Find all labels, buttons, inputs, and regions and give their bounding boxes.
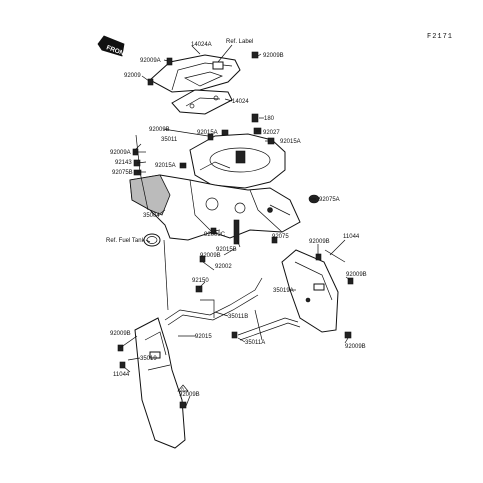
label-92015a: 92015A [280,139,301,145]
label-92009b: 92009B [263,53,284,59]
fuel-tank-cover [189,133,286,189]
label-14024a: 14024A [191,42,212,48]
label-92150: 92150 [192,278,209,284]
label-92009a: 92009A [140,58,161,64]
label-11044: 11044 [343,234,360,240]
label-14024: 14024 [232,99,249,105]
label-92009b: 92009B [346,272,367,278]
front-fender-35004 [129,174,301,241]
label-92009b: 92009B [200,253,221,259]
label-92143: 92143 [115,160,132,166]
part-labels: 14024A Ref. Label 92009B 92009A 92009 14… [106,39,367,398]
label-ref-label: Ref. Label [226,39,253,45]
label-92015a: 92015A [155,163,176,169]
label-92009c: 92009C [204,232,226,238]
stay-35011b [164,277,263,326]
label-92009b: 92009B [110,331,131,337]
label-11044: 11044 [113,372,130,378]
leader-lines [119,44,351,407]
label-35011b: 35011B [228,314,248,320]
label-92075: 92075 [272,234,289,240]
label-35019a: 35019A [273,288,294,294]
label-35004: 35004 [143,213,160,219]
rear-flap-35019a [281,249,346,333]
label-92075b: 92075B [112,170,133,176]
label-35019: 35019 [140,356,157,362]
label-92015: 92015 [195,334,212,340]
label-92075a: 92075A [319,197,340,203]
label-92015a: 92015A [197,130,218,136]
label-ref-fuel-tank: Ref. Fuel Tank [106,238,146,244]
label-92027: 92027 [263,130,280,136]
label-92009a: 92009A [110,150,131,156]
label-92009b: 92009B [345,344,366,350]
label-92009b: 92009B [149,127,170,133]
front-direction-arrow: FRONT [97,35,129,59]
label-92009b: 92009B [179,392,200,398]
stay-35011a [237,309,301,341]
bracket-14024 [171,89,233,115]
label-92009: 92009 [124,73,141,79]
label-180: 180 [264,116,275,122]
label-92002: 92002 [215,264,232,270]
label-92009b: 92009B [309,239,330,245]
label-35011a: 35011A [245,340,265,346]
label-35011: 35011 [161,137,178,143]
label-92015b: 92015B [216,247,237,253]
diagram-reference-code: F2171 [427,33,453,41]
fuel-tank-cap-ring [143,233,161,247]
side-cover-14024a [149,54,241,93]
lower-flap-35019 [134,317,186,449]
label-a-mark: A [181,386,184,391]
